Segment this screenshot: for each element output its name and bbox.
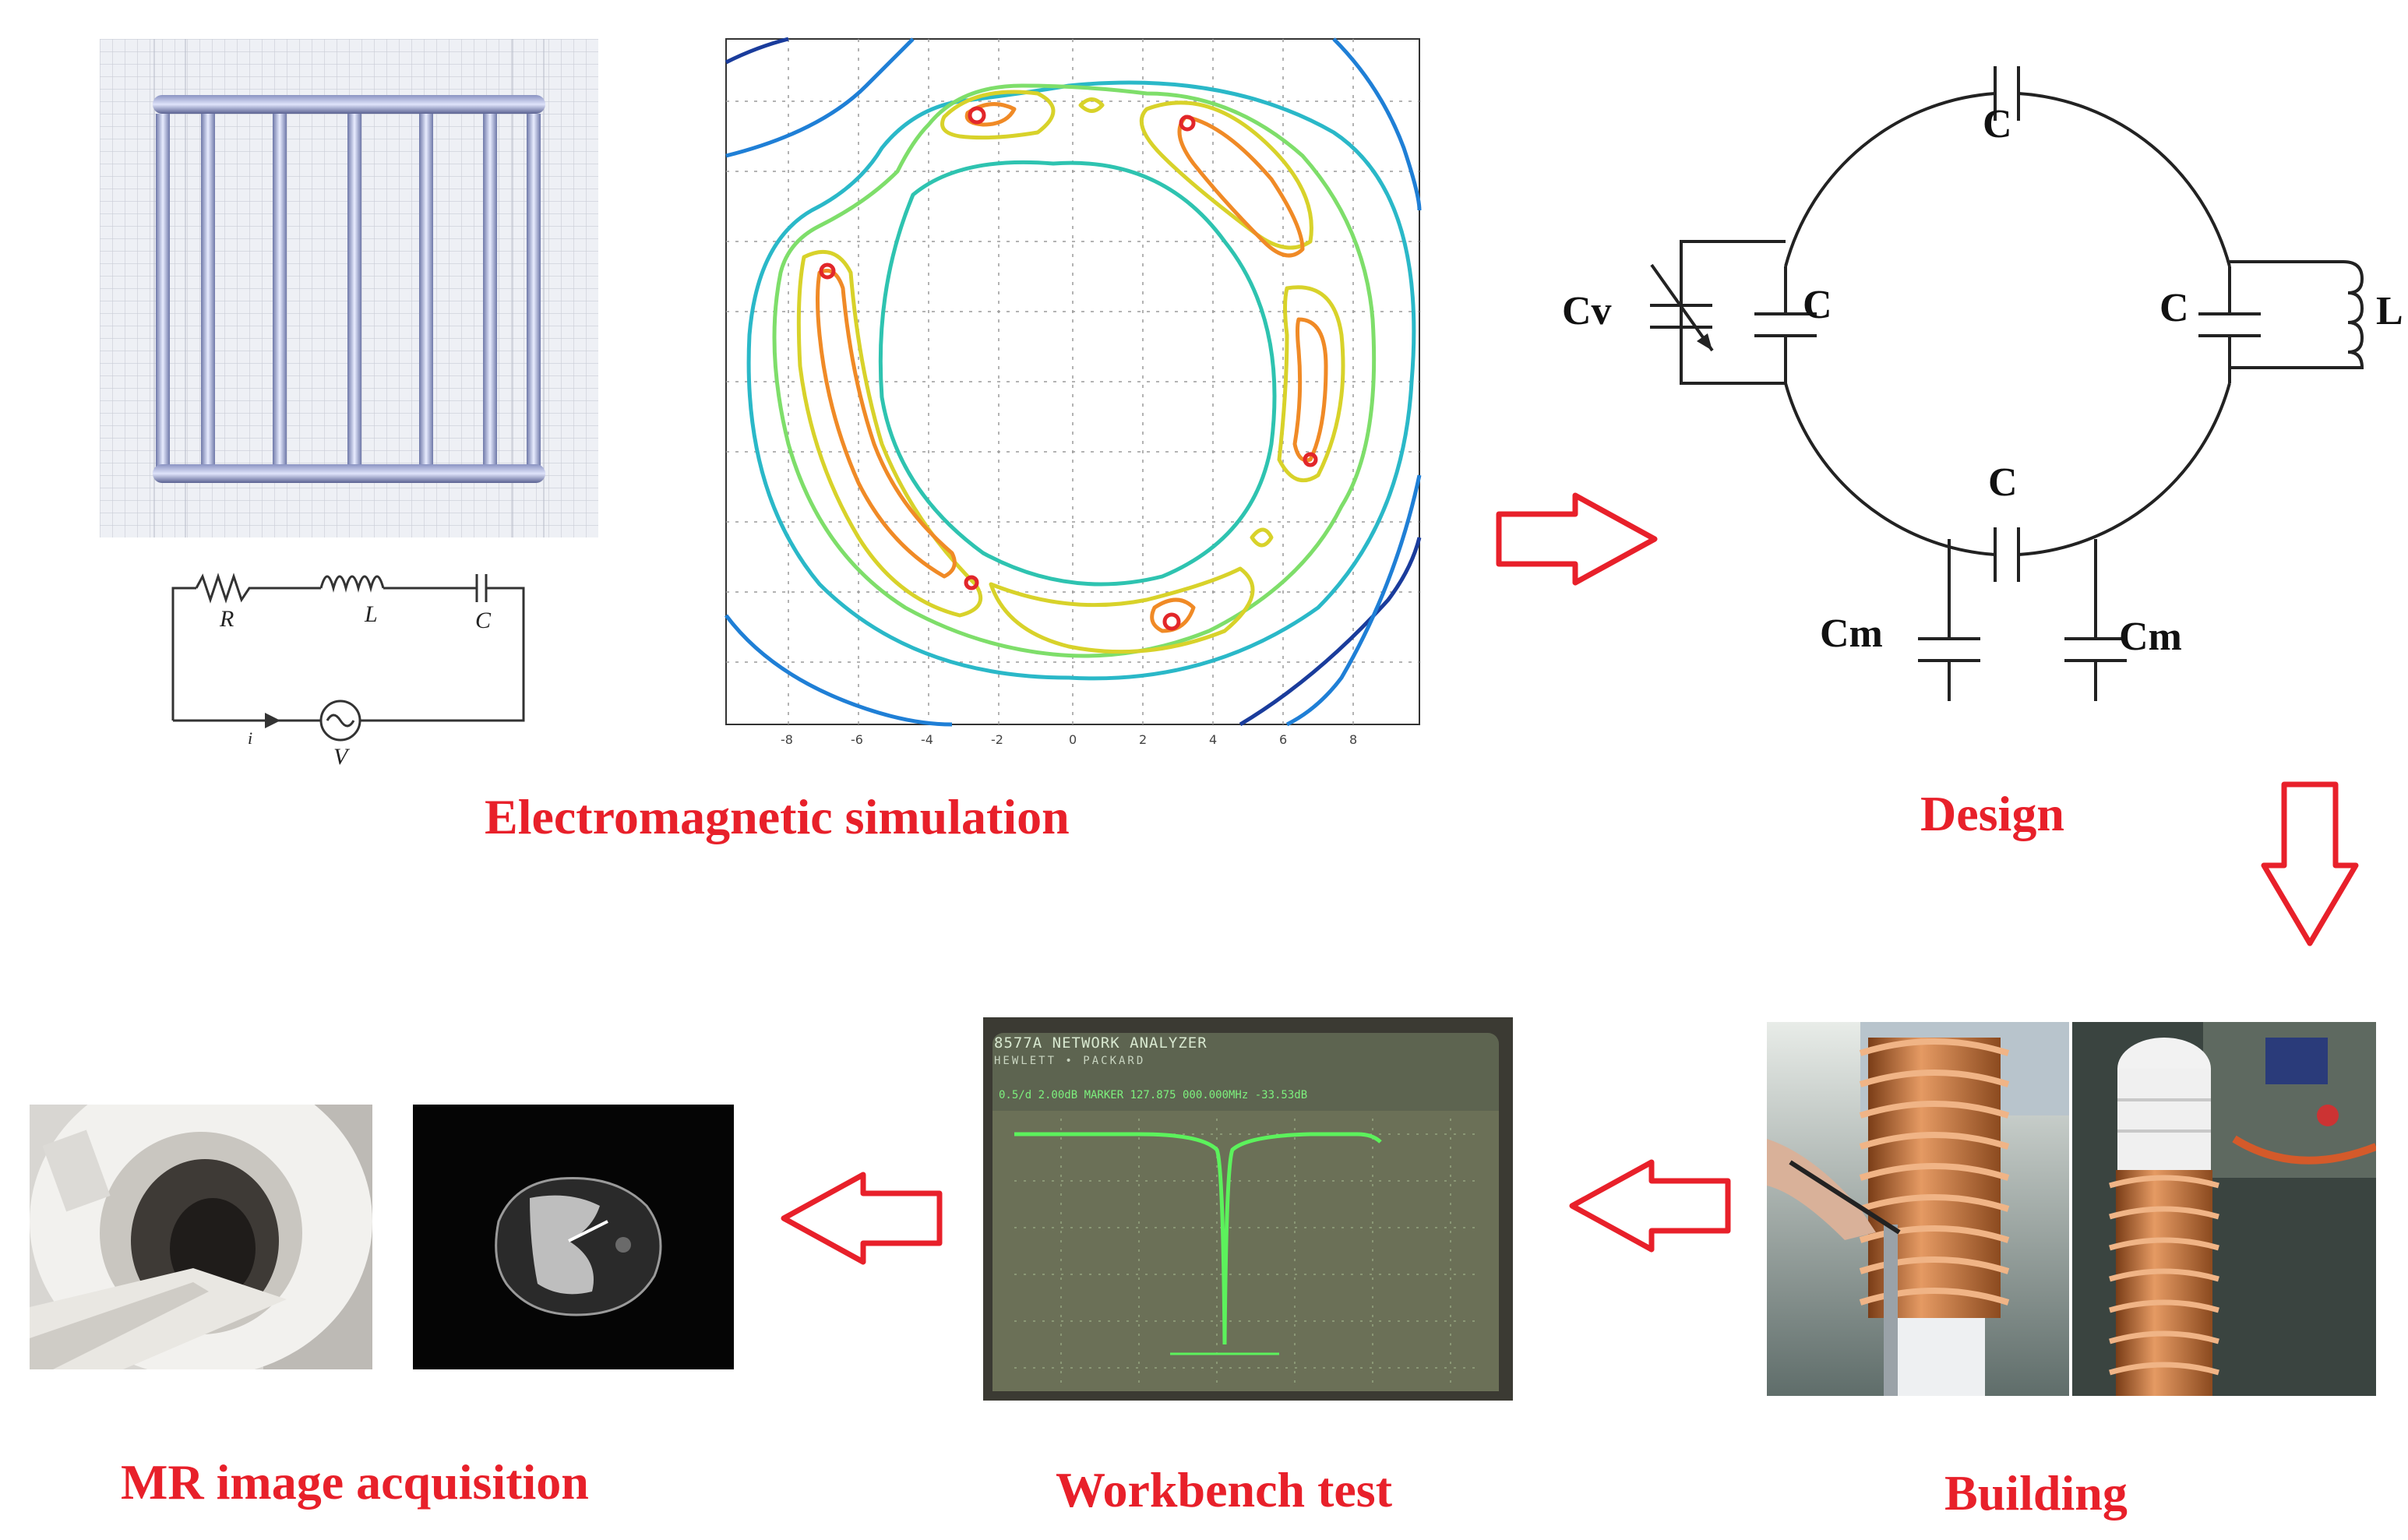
circuit-label-cm-left: Cm <box>1820 611 1883 656</box>
arrow-right-icon <box>1496 492 1658 586</box>
stage-label-workbench: Workbench test <box>1056 1462 1392 1517</box>
rlc-label-l: L <box>365 601 378 627</box>
network-analyzer-screen: 8577A NETWORK ANALYZER HEWLETT • PACKARD… <box>983 1017 1513 1401</box>
svg-text:4: 4 <box>1209 732 1217 747</box>
circuit-label-cv: Cv <box>1562 289 1612 333</box>
field-contour-plot: -8 -6 -4 -2 0 2 4 6 8 <box>725 37 1422 747</box>
circuit-label-c-right: C <box>2159 286 2189 330</box>
svg-text:0: 0 <box>1069 732 1077 747</box>
mr-scanner-photo <box>30 1105 372 1369</box>
svg-text:6: 6 <box>1279 732 1287 747</box>
stage-label-design: Design <box>1920 786 2064 841</box>
svg-text:-2: -2 <box>991 732 1003 747</box>
rlc-label-i: i <box>248 728 253 748</box>
svg-text:-8: -8 <box>781 732 793 747</box>
birdcage-coil-model <box>100 39 598 537</box>
svg-text:2: 2 <box>1139 732 1147 747</box>
arrow-left-icon <box>781 1172 943 1265</box>
arrow-down-icon <box>2261 781 2359 946</box>
rlc-label-v: V <box>333 744 348 770</box>
circuit-label-c-top: C <box>1983 102 2012 146</box>
stage-label-simulation: Electromagnetic simulation <box>485 789 1070 844</box>
arrow-left-icon <box>1569 1159 1731 1253</box>
rlc-label-c: C <box>475 608 492 633</box>
building-photo <box>1767 1022 2376 1396</box>
design-circuit-schematic <box>1650 66 2364 701</box>
svg-text:-4: -4 <box>921 732 933 747</box>
stage-label-mri: MR image acquisition <box>121 1454 589 1510</box>
circuit-label-c-left: C <box>1803 283 1832 327</box>
circuit-label-cm-right: Cm <box>2119 615 2182 659</box>
svg-text:8: 8 <box>1349 732 1357 747</box>
analyzer-readout: 0.5/d 2.00dB MARKER 127.875 000.000MHz -… <box>999 1089 1308 1101</box>
svg-text:-6: -6 <box>851 732 863 747</box>
rlc-label-r: R <box>220 606 234 632</box>
analyzer-header-brand: HEWLETT • PACKARD <box>994 1055 1146 1067</box>
stage-label-building: Building <box>1944 1465 2128 1521</box>
circuit-label-c-bottom: C <box>1988 460 2018 505</box>
analyzer-header-title: 8577A NETWORK ANALYZER <box>994 1034 1208 1052</box>
mr-image <box>413 1105 734 1369</box>
rlc-circuit-schematic <box>171 573 525 742</box>
circuit-label-l: L <box>2376 289 2403 333</box>
